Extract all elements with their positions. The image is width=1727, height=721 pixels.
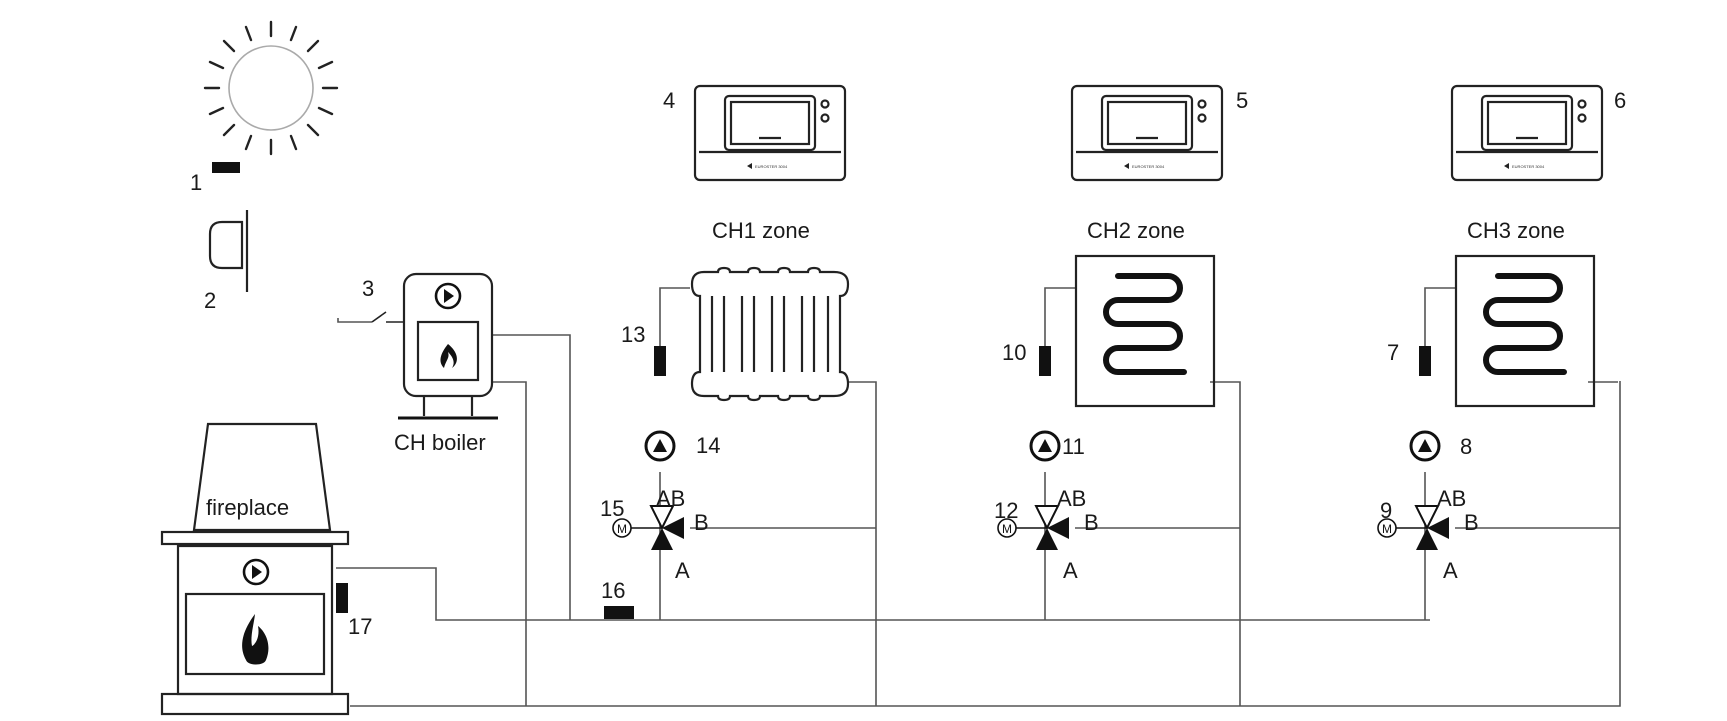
boiler-contact (337, 311, 404, 323)
return-sensor (604, 606, 634, 619)
label-14: 14 (696, 433, 720, 458)
zone3-sensor (1419, 346, 1431, 376)
label-11: 11 (1062, 434, 1085, 459)
zone1-ab-label: AB (656, 486, 685, 511)
zone3-ab-label: AB (1437, 486, 1466, 511)
ch-boiler-label: CH boiler (394, 430, 486, 455)
label-17: 17 (348, 614, 372, 639)
outdoor-sensor (212, 162, 240, 173)
fireplace-label: fireplace (206, 495, 289, 520)
zone3-floor-heating (1456, 256, 1594, 406)
zone3-controller-brand: EUROSTER 3004 (1512, 164, 1545, 169)
zone1-title: CH1 zone (712, 218, 810, 243)
zone2-floor-heating (1076, 256, 1214, 406)
room-thermostat-icon (208, 210, 249, 292)
zone3-a-label: A (1443, 558, 1458, 583)
ch-boiler (398, 272, 498, 420)
label-15: 15 (600, 496, 624, 521)
radiator (690, 266, 850, 402)
label-16: 16 (601, 578, 625, 603)
zone1-b-label: B (694, 510, 709, 535)
zone1-controller-brand: EUROSTER 3004 (755, 164, 788, 169)
label-6: 6 (1614, 88, 1626, 113)
zone3-b-label: B (1464, 510, 1479, 535)
zone2-controller-brand: EUROSTER 3004 (1132, 164, 1165, 169)
label-7: 7 (1387, 340, 1399, 365)
fireplace (160, 422, 350, 716)
label-8: 8 (1460, 434, 1472, 459)
zone3-title: CH3 zone (1467, 218, 1565, 243)
zone2-title: CH2 zone (1087, 218, 1185, 243)
zone1-pump-icon (644, 430, 676, 462)
zone1-sensor (654, 346, 666, 376)
zone1-a-label: A (675, 558, 690, 583)
zone2-sensor (1039, 346, 1051, 376)
label-2: 2 (204, 288, 216, 313)
zone2-a-label: A (1063, 558, 1078, 583)
label-4: 4 (663, 88, 675, 113)
zone2-pump-icon (1029, 430, 1061, 462)
label-10: 10 (1002, 340, 1026, 365)
zone2-b-label: B (1084, 510, 1099, 535)
label-5: 5 (1236, 88, 1248, 113)
zone3-pump-icon (1409, 430, 1441, 462)
label-3: 3 (362, 276, 374, 301)
label-12: 12 (994, 498, 1018, 523)
fireplace-sensor (336, 583, 348, 613)
label-9: 9 (1380, 498, 1392, 523)
label-13: 13 (621, 322, 645, 347)
label-1: 1 (190, 170, 202, 195)
zone2-ab-label: AB (1057, 486, 1086, 511)
sun-icon (203, 20, 339, 156)
